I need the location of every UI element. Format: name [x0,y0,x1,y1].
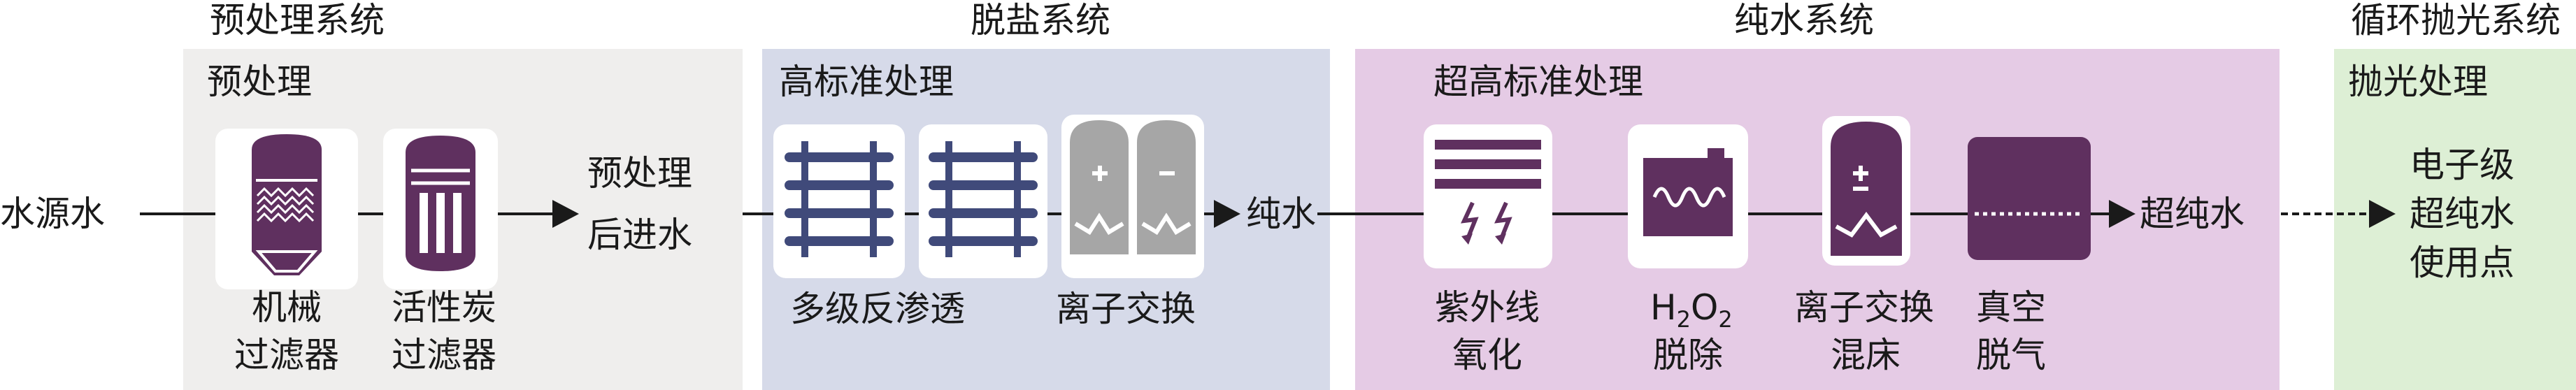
carbon-filter-icon [406,136,475,271]
uv-oxidation-tile [1424,124,1552,268]
mixed-bed-tile [1822,116,1910,266]
flow-line-filters [358,212,383,215]
pure-water-system-title: 纯水系统 [1734,0,1874,41]
pure-water-subtitle: 超高标准处理 [1433,62,1643,102]
carbon-filter-label-1: 活性炭 [392,287,496,328]
mechanical-filter-label-2: 过滤器 [234,335,339,375]
h2o2-h: H [1650,287,1677,328]
point-of-use-label-3: 使用点 [2410,243,2514,283]
flow-line-source [140,212,215,215]
flow-line-dashed [2281,200,2396,228]
point-of-use-label-2: 超纯水 [2410,194,2514,234]
flow-line-h2o2-mb [1748,212,1822,215]
ro-membrane-icon [929,141,1038,257]
polishing-subtitle: 抛光处理 [2348,62,2488,102]
ion-exchange-tank-icon [1070,120,1196,254]
h2o2-removal-label-1: H2O2 [1650,287,1733,340]
ro-label: 多级反渗透 [790,289,965,329]
h2o2-sub-1: 2 [1676,306,1691,333]
vacuum-degas-label-2: 脱气 [1976,335,2046,375]
flow-line-to-pure [1204,212,1219,215]
polishing-system-title: 循环抛光系统 [2351,0,2561,41]
flow-line-to-ultrapure [2091,212,2116,215]
source-water-label: 水源水 [0,194,105,234]
mixed-bed-label-1: 离子交换 [1794,287,1934,328]
pretreated-water-label-2: 后进水 [587,215,692,255]
mechanical-filter-tile [215,129,358,289]
h2o2-o: O [1690,287,1719,328]
carbon-filter-tile [383,129,498,289]
flow-arrow-icon [1214,200,1240,228]
mixed-bed-label-2: 混床 [1831,335,1901,375]
desalination-subtitle: 高标准处理 [779,62,954,102]
h2o2-reactor-icon [1643,148,1733,236]
flow-arrow-icon [2109,200,2135,228]
uv-lamp-icon [1435,140,1541,245]
carbon-filter-label-2: 过滤器 [392,335,496,375]
flow-line-pretreated-out [743,212,773,215]
vacuum-degas-icon [1968,137,2091,260]
pretreatment-subtitle: 预处理 [207,62,312,102]
flow-line-ro-ix [1047,212,1061,215]
pretreated-water-label-1: 预处理 [587,153,692,194]
h2o2-removal-label-2: 脱除 [1653,335,1723,375]
vacuum-degas-label-1: 真空 [1976,287,2046,328]
pretreatment-system-title: 预处理系统 [210,0,385,41]
ro-membrane-icon [785,141,894,257]
pure-water-label: 纯水 [1246,194,1316,234]
desalination-system-title: 脱盐系统 [971,0,1110,41]
point-of-use-label-1: 电子级 [2410,145,2514,185]
flow-line-ro [905,212,919,215]
h2o2-removal-tile [1628,124,1748,268]
flow-arrow-icon [552,200,579,228]
h2o2-sub-2: 2 [1718,306,1733,333]
flow-line-pure-out [1317,212,1424,215]
uv-oxidation-label-1: 紫外线 [1435,287,1540,328]
ro-membrane-tile-1 [773,124,905,278]
filter-tank-icon [252,134,322,275]
uv-oxidation-label-2: 氧化 [1452,335,1522,375]
ultrapure-water-label: 超纯水 [2140,194,2245,234]
mixed-bed-tank-icon [1831,122,1902,256]
flow-line-mb-vac [1910,212,1968,215]
mechanical-filter-label-1: 机械 [252,287,322,328]
flow-line-to-pretreated [498,212,561,215]
flow-line-uv-h2o2 [1552,212,1628,215]
ro-membrane-tile-2 [919,124,1047,278]
ion-exchange-tile [1061,115,1204,278]
ion-exchange-label: 离子交换 [1056,289,1196,329]
